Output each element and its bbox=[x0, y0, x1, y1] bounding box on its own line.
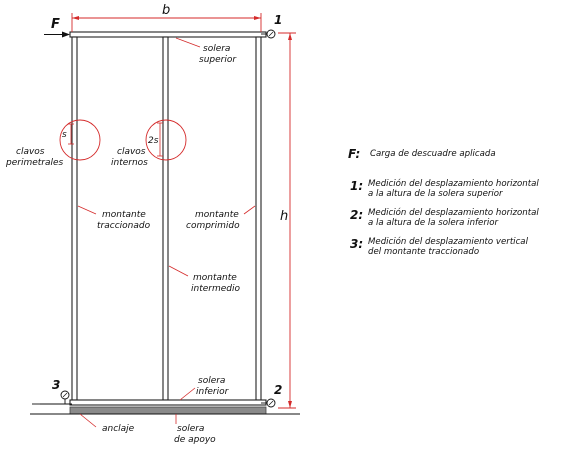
height-dimension: h bbox=[278, 32, 296, 409]
legend-key-3: 3: bbox=[350, 237, 363, 251]
top-plate bbox=[69, 31, 267, 38]
legend-item-3: 3: Medición del desplazamiento vertical … bbox=[350, 236, 529, 257]
legend-text-2-1: Medición del desplazamiento horizontal bbox=[368, 207, 539, 218]
callout-tension-stud: montante traccionado bbox=[77, 205, 151, 231]
perimeter-nails-label-1: clavos bbox=[16, 147, 45, 157]
measurement-point-3: 3 bbox=[32, 378, 72, 405]
left-stud bbox=[71, 36, 78, 401]
legend-item-2: 2: Medición del desplazamiento horizonta… bbox=[350, 207, 539, 228]
callout-perimeter-nails: clavos perimetrales bbox=[5, 147, 64, 168]
tension-stud-label-2: traccionado bbox=[97, 221, 151, 231]
legend-key-2: 2: bbox=[350, 208, 363, 222]
legend-text-3-2: del montante traccionado bbox=[368, 247, 479, 257]
intermediate-stud-label-2: intermedio bbox=[191, 284, 240, 294]
legend-text-3-1: Medición del desplazamiento vertical bbox=[368, 236, 529, 247]
middle-stud bbox=[162, 36, 169, 401]
bottom-plate-label-2: inferior bbox=[196, 387, 230, 397]
callout-bottom-plate: solera inferior bbox=[179, 376, 230, 401]
legend-key-f: F: bbox=[348, 147, 360, 161]
force-label: F bbox=[51, 17, 60, 32]
callout-base-plate: solera de apoyo bbox=[174, 414, 216, 445]
measurement-point-1: 1 bbox=[261, 13, 282, 39]
compression-stud-label-2: comprimido bbox=[186, 221, 240, 231]
anchor-label: anclaje bbox=[102, 424, 135, 434]
callout-anchor: anclaje bbox=[79, 413, 135, 434]
width-label: b bbox=[162, 3, 170, 18]
intermediate-stud-label-1: montante bbox=[193, 273, 237, 283]
right-stud bbox=[255, 36, 262, 401]
point-3-label: 3 bbox=[52, 378, 60, 392]
wall-frame bbox=[30, 31, 300, 415]
top-plate-label-1: solera bbox=[203, 44, 230, 54]
base-plate bbox=[69, 406, 267, 415]
internal-nails-label-1: clavos bbox=[117, 147, 146, 157]
top-plate-label-2: superior bbox=[199, 55, 237, 65]
load-arrow: F bbox=[44, 17, 70, 38]
perimeter-nail-detail: s bbox=[59, 119, 101, 161]
legend-text-f-1: Carga de descuadre aplicada bbox=[370, 149, 496, 159]
legend-item-f: F: Carga de descuadre aplicada bbox=[348, 147, 496, 161]
legend-text-1-2: a la altura de la solera superior bbox=[368, 189, 503, 199]
legend-item-1: 1: Medición del desplazamiento horizonta… bbox=[350, 178, 539, 199]
width-dimension: b bbox=[71, 3, 262, 32]
callout-internal-nails: clavos internos bbox=[111, 147, 148, 168]
point-2-label: 2 bbox=[274, 383, 282, 397]
callout-intermediate-stud: montante intermedio bbox=[168, 265, 240, 294]
point-1-label: 1 bbox=[274, 13, 282, 27]
legend-key-1: 1: bbox=[350, 179, 363, 193]
spacing-s-label: s bbox=[62, 130, 67, 140]
base-plate-label-2: de apoyo bbox=[174, 435, 216, 445]
spacing-2s-label: 2s bbox=[148, 136, 159, 146]
tension-stud-label-1: montante bbox=[102, 210, 146, 220]
callout-compression-stud: montante comprimido bbox=[186, 205, 256, 231]
base-plate-label-1: solera bbox=[177, 424, 204, 434]
bottom-plate bbox=[69, 399, 267, 406]
legend-text-1-1: Medición del desplazamiento horizontal bbox=[368, 178, 539, 189]
measurement-point-2: 2 bbox=[261, 383, 282, 408]
compression-stud-label-1: montante bbox=[195, 210, 239, 220]
legend: F: Carga de descuadre aplicada 1: Medici… bbox=[348, 147, 539, 257]
legend-text-2-2: a la altura de la solera inferior bbox=[368, 218, 499, 228]
callout-top-plate: solera superior bbox=[175, 37, 237, 65]
internal-nail-detail: 2s bbox=[145, 119, 187, 161]
perimeter-nails-label-2: perimetrales bbox=[5, 158, 64, 168]
height-label: h bbox=[280, 209, 288, 224]
bottom-plate-label-1: solera bbox=[198, 376, 225, 386]
internal-nails-label-2: internos bbox=[111, 158, 148, 168]
